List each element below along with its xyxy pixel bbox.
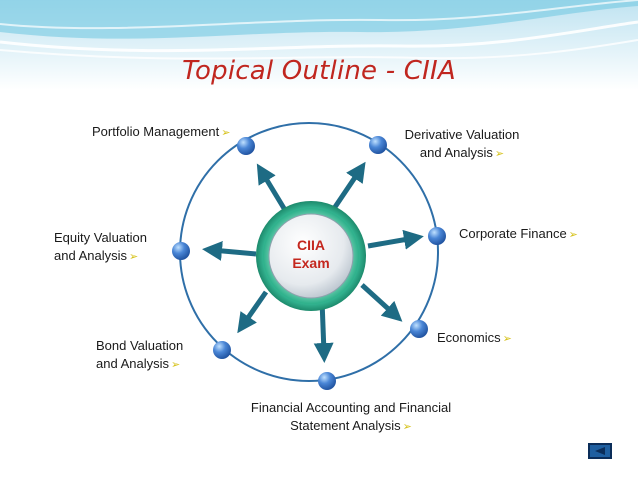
topic-equity-valuation: Equity Valuation and Analysis➢ [54,229,147,266]
arrow-bullet-icon: ➢ [495,148,504,160]
arrow-derivative [333,170,360,210]
topic-label: Portfolio Management [92,124,219,139]
arrow-portfolio [262,172,285,210]
topic-label: Financial Accounting and Financial [237,399,465,417]
node-economics [410,320,428,338]
center-line-2: Exam [276,254,346,272]
arrow-corporate [368,238,414,246]
arrow-bullet-icon: ➢ [171,359,180,371]
center-label: CIIA Exam [276,236,346,272]
node-equity [172,242,190,260]
back-arrow-icon [593,446,607,456]
topic-financial-accounting: Financial Accounting and Financial State… [237,399,465,436]
center-line-1: CIIA [276,236,346,254]
node-corporate [428,227,446,245]
topic-label: Bond Valuation [96,337,183,355]
topic-portfolio-management: Portfolio Management➢ [92,123,230,142]
arrow-economics [362,285,395,315]
topic-derivative-valuation: Derivative Valuation and Analysis➢ [398,126,526,163]
arrow-bullet-icon: ➢ [403,421,412,433]
topic-corporate-finance: Corporate Finance➢ [459,225,578,244]
topic-label-line2: Statement Analysis [290,418,401,433]
topic-bond-valuation: Bond Valuation and Analysis➢ [96,337,183,374]
node-bond [213,341,231,359]
arrow-equity [212,250,256,254]
topic-label: Equity Valuation [54,229,147,247]
arrow-bullet-icon: ➢ [503,333,512,345]
topic-label-line2: and Analysis [54,248,127,263]
node-portfolio [237,137,255,155]
node-financial [318,372,336,390]
arrow-bond [243,292,266,325]
topic-label-line2: and Analysis [96,356,169,371]
arrow-bullet-icon: ➢ [569,229,578,241]
topic-label: Corporate Finance [459,226,567,241]
topic-label: Economics [437,330,501,345]
node-derivative [369,136,387,154]
arrow-bullet-icon: ➢ [129,251,138,263]
back-button[interactable] [588,443,612,459]
topic-label: Derivative Valuation [398,126,526,144]
topic-label-line2: and Analysis [420,145,493,160]
topic-economics: Economics➢ [437,329,512,348]
arrow-bullet-icon: ➢ [221,127,230,139]
